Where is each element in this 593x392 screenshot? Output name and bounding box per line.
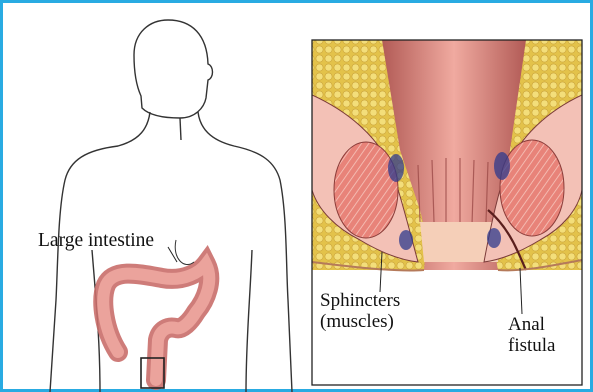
sphincters-label: Sphincters (muscles) [320,290,400,333]
large-intestine-label: Large intestine [38,230,154,252]
large-intestine-icon [103,240,209,388]
sphincters-label-line2: (muscles) [320,311,400,332]
sphincters-label-line1: Sphincters [320,290,400,311]
anal-fistula-label-line1: Anal [508,314,556,335]
anal-fistula-label: Anal fistula [508,314,556,357]
anal-fistula-label-line2: fistula [508,335,556,356]
